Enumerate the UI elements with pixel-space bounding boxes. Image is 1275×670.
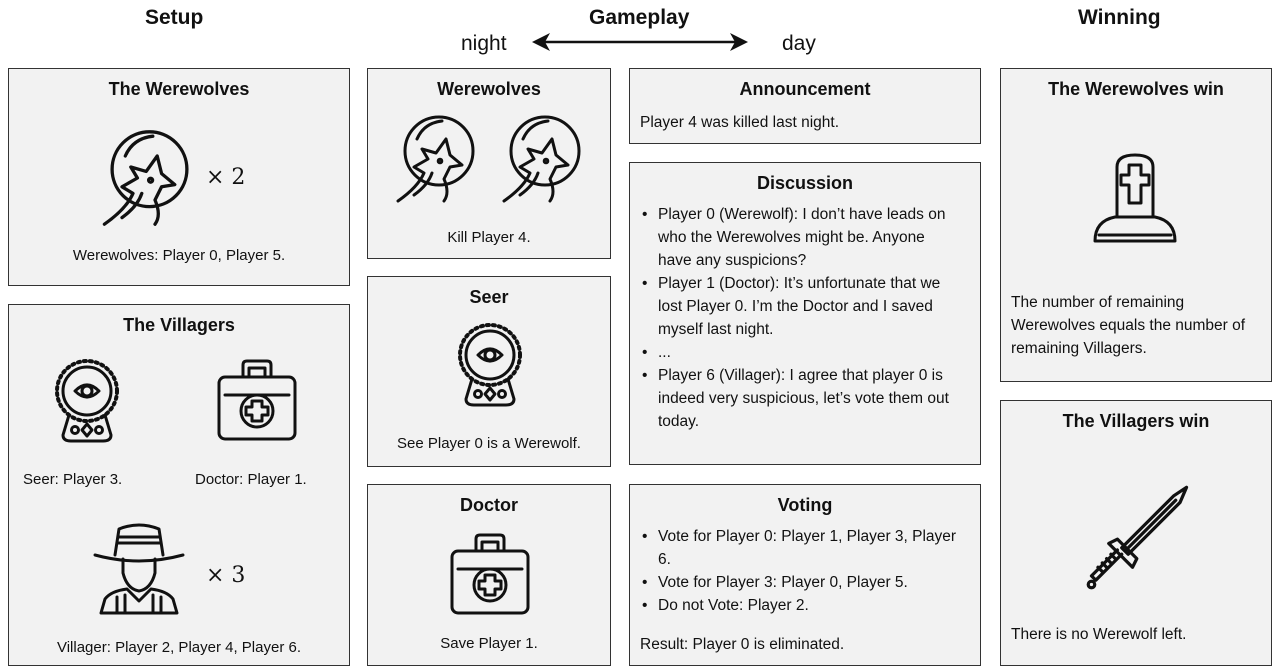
night-doctor-panel: Doctor Save Player 1. [367, 484, 611, 666]
villagers-win-title: The Villagers win [1062, 411, 1210, 431]
night-day-arrow [532, 33, 748, 51]
crystal-ball-icon [37, 351, 137, 451]
setup-villagers-panel: The Villagers Seer: Player 3. Doctor: Pl… [8, 304, 350, 666]
night-doctor-action: Save Player 1. [440, 635, 538, 652]
wolf-moon-icon [89, 123, 199, 233]
wolf-moon-icon [384, 109, 484, 209]
werewolves-win-title: The Werewolves win [1048, 79, 1224, 99]
seer-setup-caption: Seer: Player 3. [23, 471, 123, 488]
day-voting-panel: Voting Vote for Player 0: Player 1, Play… [629, 484, 981, 666]
werewolves-win-panel: The Werewolves win The number of remaini… [1000, 68, 1272, 382]
tombstone-icon [1085, 147, 1185, 247]
villager-setup-caption: Villager: Player 2, Player 4, Player 6. [56, 639, 301, 656]
day-voting-title: Voting [777, 495, 833, 515]
day-announcement-title: Announcement [739, 79, 871, 99]
werewolf-count: × 2 [206, 165, 246, 190]
voting-item: Vote for Player 0: Player 1, Player 3, P… [642, 525, 958, 571]
night-werewolves-action: Kill Player 4. [447, 229, 531, 246]
medical-kit-icon [440, 525, 540, 625]
night-label: night [461, 32, 507, 55]
night-werewolves-title: Werewolves [437, 79, 541, 99]
villagers-win-panel: The Villagers win There is no Werewolf l… [1000, 400, 1272, 666]
setup-werewolves-panel: The Werewolves × 2 Werewolves: Player 0,… [8, 68, 350, 286]
discussion-item: Player 0 (Werewolf): I don’t have leads … [642, 203, 958, 272]
voting-item: Vote for Player 3: Player 0, Player 5. [642, 571, 958, 594]
crystal-ball-icon [440, 315, 540, 415]
doctor-setup-caption: Doctor: Player 1. [195, 471, 307, 488]
sword-icon [1085, 483, 1193, 591]
day-discussion-panel: Discussion Player 0 (Werewolf): I don’t … [629, 162, 981, 465]
day-discussion-title: Discussion [756, 173, 854, 193]
night-werewolves-panel: Werewolves Kill Player 4. [367, 68, 611, 259]
discussion-item: Player 6 (Villager): I agree that player… [642, 364, 958, 433]
voting-item: Do not Vote: Player 2. [642, 594, 958, 617]
gameplay-header: Gameplay [589, 6, 690, 29]
medical-kit-icon [207, 351, 307, 451]
setup-werewolves-title: The Werewolves [108, 79, 250, 99]
setup-villagers-title: The Villagers [123, 315, 235, 335]
villager-count: × 3 [206, 563, 246, 588]
day-label: day [782, 32, 816, 55]
day-announcement-panel: Announcement Player 4 was killed last ni… [629, 68, 981, 144]
night-seer-action: See Player 0 is a Werewolf. [397, 435, 581, 452]
day-announcement-text: Player 4 was killed last night. [640, 114, 840, 131]
discussion-item: Player 1 (Doctor): It’s unfortunate that… [642, 272, 958, 341]
villagers-win-text: There is no Werewolf left. [1011, 626, 1187, 643]
winning-header: Winning [1078, 6, 1161, 29]
discussion-list: Player 0 (Werewolf): I don’t have leads … [640, 203, 958, 433]
setup-header: Setup [145, 6, 204, 29]
setup-werewolves-caption: Werewolves: Player 0, Player 5. [72, 247, 286, 264]
villager-icon [89, 515, 189, 615]
discussion-item: ... [642, 341, 958, 364]
voting-list: Vote for Player 0: Player 1, Player 3, P… [640, 525, 958, 617]
werewolves-win-text: The number of remaining Werewolves equal… [1011, 294, 1246, 357]
night-doctor-title: Doctor [460, 495, 518, 515]
night-seer-title: Seer [469, 287, 509, 307]
wolf-moon-icon [490, 109, 590, 209]
night-seer-panel: Seer See Player 0 is a Werewolf. [367, 276, 611, 467]
voting-result: Result: Player 0 is eliminated. [640, 636, 845, 653]
